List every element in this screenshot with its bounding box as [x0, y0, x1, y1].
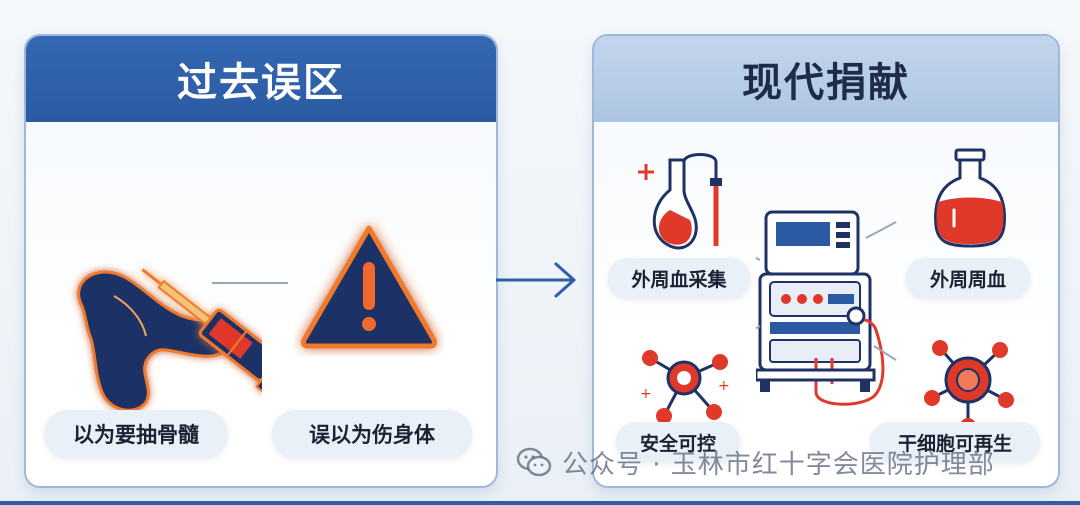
warning-icon	[301, 225, 437, 349]
connector-line	[212, 282, 288, 284]
label-stem-cell-regenerable: 干细胞可再生	[870, 422, 1040, 462]
modern-donation-title: 现代捐献	[594, 36, 1058, 122]
blood-bag-icon	[638, 153, 722, 250]
misconception-label-harm: 误以为伤身体	[272, 410, 472, 458]
molecule-safety-icon: + +	[640, 350, 730, 424]
watermark: 公众号 · 玉林市红十字会医院护理部	[516, 444, 995, 480]
svg-text:+: +	[640, 386, 652, 402]
flask-icon	[934, 148, 1006, 248]
wechat-icon	[516, 447, 552, 477]
bone-syringe-icon	[77, 268, 262, 412]
past-misconceptions-panel: 过去误区	[24, 34, 498, 488]
label-safe-controllable: 安全可控	[616, 422, 740, 462]
arrow-right-icon	[496, 262, 576, 298]
past-misconceptions-title: 过去误区	[26, 36, 496, 122]
watermark-text: 公众号 · 玉林市红十字会医院护理部	[562, 449, 995, 480]
label-peripheral-blood-collection: 外周血采集	[608, 258, 750, 298]
svg-text:+: +	[718, 378, 730, 394]
apheresis-machine-icon	[756, 210, 897, 406]
bottom-bar	[0, 501, 1080, 505]
modern-donation-panel: 现代捐献	[592, 34, 1060, 488]
label-peripheral-blood: 外周周血	[906, 258, 1030, 298]
misconception-label-bone-marrow: 以为要抽骨髓	[44, 410, 228, 458]
